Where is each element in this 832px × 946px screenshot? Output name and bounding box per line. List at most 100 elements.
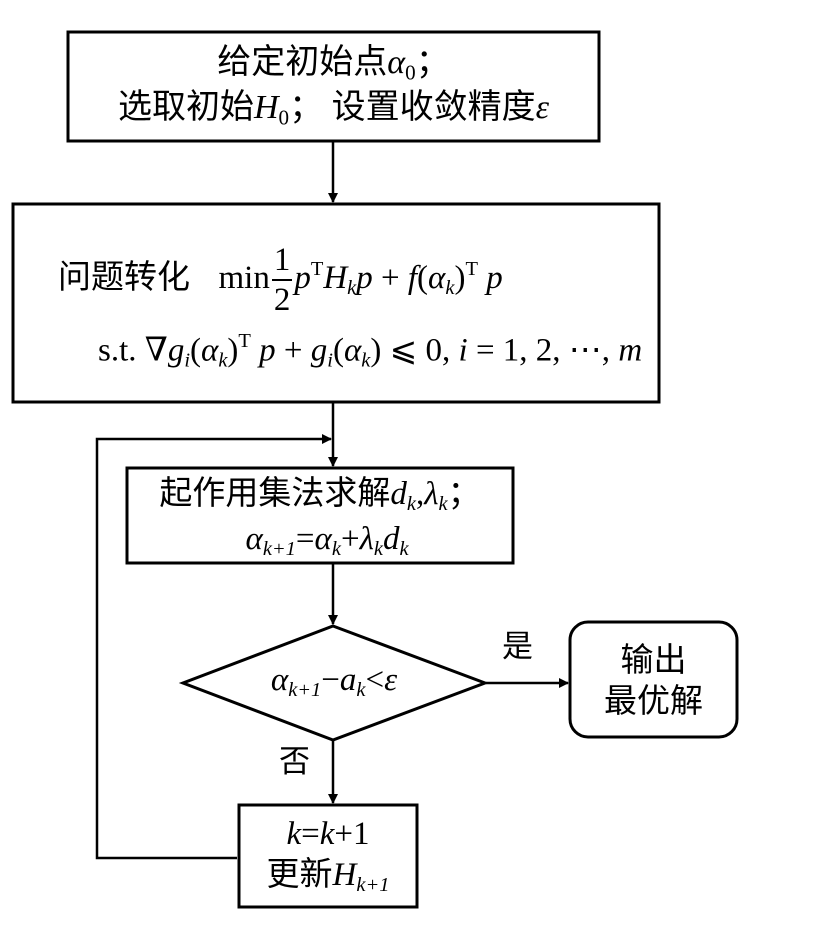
paren: ) xyxy=(370,332,382,369)
g-symbol: g xyxy=(167,332,185,369)
transform-box xyxy=(11,202,661,404)
alpha-symbol: α xyxy=(387,44,406,81)
k-symbol: k xyxy=(286,816,302,852)
subject-to-label: s.t. xyxy=(98,332,137,369)
k-symbol: k xyxy=(319,816,335,852)
edge-update-loopback xyxy=(95,434,332,860)
fraction-numerator: 1 xyxy=(271,244,293,281)
alpha-symbol: α xyxy=(270,662,289,698)
init-line2-mid: ； 设置收敛精度 xyxy=(289,89,536,127)
solve-line-2: αk+1=αk+λkdk xyxy=(127,520,513,560)
decision-diamond xyxy=(178,624,490,742)
update-text: k=k+1 更新Hk+1 xyxy=(239,818,417,896)
f-symbol: f xyxy=(407,260,418,297)
decision-text: αk+1−ak<ε xyxy=(183,664,485,701)
subscript: k xyxy=(373,537,383,560)
paren: ) xyxy=(454,260,466,297)
paren: ( xyxy=(190,332,201,369)
init-text: 给定初始点α0； 选取初始H0； 设置收敛精度ε xyxy=(68,46,599,129)
init-line2-text: 选取初始 xyxy=(117,89,254,127)
init-line-2: 选取初始H0； 设置收敛精度ε xyxy=(68,91,599,128)
p-symbol: p xyxy=(250,332,276,369)
output-box xyxy=(568,620,739,739)
alpha-symbol: α xyxy=(201,332,219,369)
edge-label-yes: 是 xyxy=(502,629,533,664)
subscript: k xyxy=(361,349,371,372)
lambda-symbol: λ xyxy=(359,520,374,557)
update-line-1: k=k+1 xyxy=(239,818,417,851)
alpha-symbol: α xyxy=(343,332,362,369)
subscript: k xyxy=(218,349,228,372)
solve-text: 起作用集法求解dk,λk； αk+1=αk+λkdk xyxy=(127,478,513,559)
d-symbol: d xyxy=(382,520,400,557)
p-symbol: p xyxy=(294,260,311,297)
output-text: 输出 最优解 xyxy=(570,645,737,719)
epsilon-symbol: ε xyxy=(535,89,549,127)
transpose-mark: T xyxy=(465,257,478,280)
punct: ； xyxy=(447,476,481,512)
subscript: k xyxy=(356,679,366,702)
p-symbol: p xyxy=(477,260,503,297)
paren: ) xyxy=(227,332,239,369)
transpose-mark: T xyxy=(238,330,251,352)
g-symbol: g xyxy=(310,332,328,369)
equals: = xyxy=(295,520,315,557)
p-symbol: p xyxy=(356,260,373,297)
nabla-symbol: ∇ xyxy=(144,332,168,369)
init-line-1: 给定初始点α0； xyxy=(68,46,599,83)
output-line-2: 最优解 xyxy=(604,684,703,720)
increment: +1 xyxy=(334,816,370,852)
init-box xyxy=(66,30,601,143)
leq-operator: ⩽ 0, xyxy=(381,332,459,369)
subscript: i xyxy=(184,349,190,372)
plus-operator: + xyxy=(372,260,408,297)
subscript: k xyxy=(406,493,416,516)
alpha-symbol: α xyxy=(428,260,446,297)
epsilon-symbol: ε xyxy=(384,662,398,698)
subscript: k xyxy=(347,277,357,300)
transform-label: 问题转化 xyxy=(58,260,190,297)
paren: ( xyxy=(417,260,429,297)
a-symbol: a xyxy=(339,662,357,698)
transpose-mark: T xyxy=(310,257,324,280)
subscript: k xyxy=(438,493,448,516)
minus-operator: − xyxy=(321,662,340,698)
subscript: k xyxy=(445,277,455,300)
punct: ； xyxy=(415,44,450,81)
paren: ( xyxy=(332,332,344,369)
solve-line1-text: 起作用集法求解 xyxy=(159,476,391,512)
subscript: k+1 xyxy=(356,874,390,897)
alpha-symbol: α xyxy=(314,520,332,557)
plus-operator: + xyxy=(275,332,311,369)
update-line-2: 更新Hk+1 xyxy=(239,859,417,896)
lambda-symbol: λ xyxy=(424,476,439,512)
subscript: i xyxy=(327,349,333,372)
solve-line-1: 起作用集法求解dk,λk； xyxy=(127,478,513,515)
subscript: k+1 xyxy=(288,679,322,702)
subscript: 0 xyxy=(405,60,416,85)
edge-label-no: 否 xyxy=(279,744,310,779)
update-box xyxy=(237,803,419,909)
index-range: = 1, 2, ⋯, xyxy=(467,332,619,369)
H-symbol: H xyxy=(323,260,348,297)
update-line2-text: 更新 xyxy=(266,857,333,893)
equals: = xyxy=(301,816,320,852)
m-symbol: m xyxy=(618,332,643,369)
alpha-symbol: α xyxy=(245,520,263,557)
solve-box xyxy=(125,466,515,565)
output-line-1: 输出 xyxy=(620,643,687,679)
plus-operator: + xyxy=(340,520,360,557)
init-line1-text: 给定初始点 xyxy=(217,44,388,81)
subscript: k xyxy=(399,537,409,560)
subscript: k xyxy=(331,537,341,560)
i-symbol: i xyxy=(458,332,468,369)
subscript: 0 xyxy=(278,105,290,130)
min-operator: min xyxy=(218,260,270,297)
transform-constraint: s.t. ∇gi(αk)T p + gi(αk) ⩽ 0, i = 1, 2, … xyxy=(98,331,642,371)
d-symbol: d xyxy=(390,476,407,512)
H-symbol: H xyxy=(332,857,357,893)
punct: , xyxy=(415,476,425,512)
